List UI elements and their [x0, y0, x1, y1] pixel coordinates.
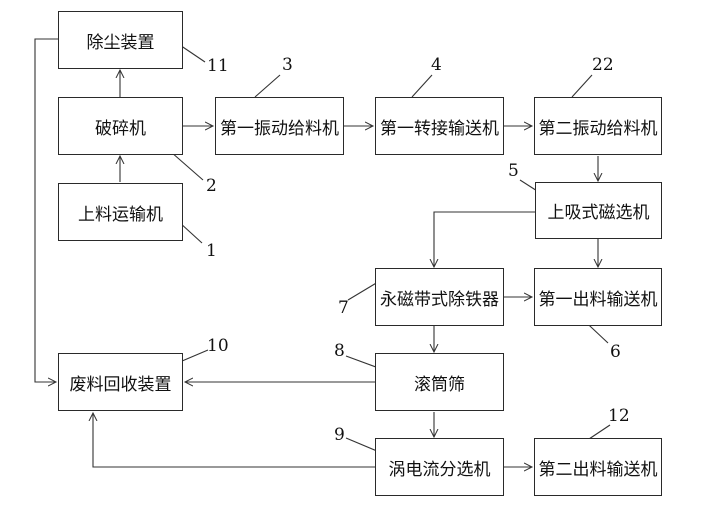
leader-7 — [347, 281, 379, 301]
first-transfer-conveyor-box: 第一转接输送机 — [375, 97, 504, 155]
leader-4 — [411, 74, 433, 98]
suction-magnetic-separator-box: 上吸式磁选机 — [535, 182, 662, 239]
eddy-current-separator-box: 涡电流分选机 — [375, 438, 504, 496]
dust-collector-box: 除尘装置 — [58, 11, 183, 69]
first-discharge-conveyor-box: 第一出料输送机 — [534, 268, 662, 326]
ref-number-9: 9 — [334, 425, 345, 445]
ref-number-7: 7 — [338, 298, 349, 318]
feeding-conveyor-box: 上料运输机 — [58, 183, 183, 241]
first-vibrating-feeder-box: 第一振动给料机 — [215, 97, 344, 155]
ref-number-12: 12 — [608, 406, 630, 426]
arrow-magsep-to-ironremover — [434, 211, 535, 267]
leader-22 — [571, 74, 593, 98]
ref-number-3: 3 — [282, 55, 293, 75]
drum-screen-box: 滚筒筛 — [375, 353, 504, 411]
ref-number-10: 10 — [207, 336, 229, 356]
ref-number-22: 22 — [592, 55, 614, 75]
permanent-magnet-iron-remover-box: 永磁带式除铁器 — [375, 268, 504, 326]
waste-recovery-box: 废料回收装置 — [58, 353, 183, 411]
ref-number-2: 2 — [206, 176, 217, 196]
ref-number-8: 8 — [334, 341, 345, 361]
second-discharge-conveyor-box: 第二出料输送机 — [534, 438, 662, 496]
leader-3 — [254, 74, 281, 98]
arrow-eddy-to-waste — [93, 413, 375, 468]
ref-number-4: 4 — [431, 55, 442, 75]
second-vibrating-feeder-box: 第二振动给料机 — [534, 97, 662, 155]
ref-number-5: 5 — [508, 161, 519, 181]
ref-number-1: 1 — [206, 241, 217, 261]
crusher-box: 破碎机 — [58, 97, 183, 155]
ref-number-6: 6 — [610, 342, 621, 362]
ref-number-11: 11 — [207, 56, 229, 76]
arrow-dust-to-waste — [34, 38, 58, 382]
